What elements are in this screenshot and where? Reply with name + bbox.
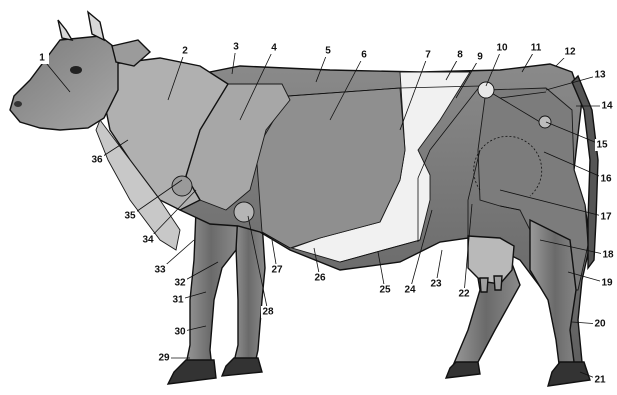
fore-hoof-near: [168, 360, 216, 384]
hind-hoof-far: [446, 362, 480, 378]
label-fore-shank: 31: [172, 295, 184, 306]
label-hunger-hollow: 9: [477, 52, 483, 63]
label-tail-head: 12: [564, 47, 576, 58]
label-dewlap: 36: [91, 155, 103, 166]
label-thigh-upper: 16: [600, 174, 612, 185]
label-fore-pastern: 30: [174, 327, 186, 338]
eye: [70, 66, 82, 74]
label-sternum: 26: [314, 273, 326, 284]
label-withers: 3: [233, 42, 239, 53]
label-abdomen: 24: [404, 285, 416, 296]
nostril: [14, 101, 22, 107]
label-upper-arm: 34: [142, 235, 154, 246]
label-elbow: 28: [262, 307, 274, 318]
fore-leg-near: [184, 210, 238, 374]
label-thorax-flank: 7: [425, 50, 431, 61]
elbow-mark: [234, 202, 254, 222]
label-pin-bone: 15: [596, 140, 608, 151]
label-loin: 8: [457, 50, 463, 61]
label-belly: 25: [379, 285, 391, 296]
teat-1: [480, 278, 488, 292]
label-thorax-upper: 6: [361, 50, 367, 61]
label-forearm: 32: [174, 278, 186, 289]
fore-hoof-far: [222, 358, 262, 376]
label-shoulder: 4: [271, 43, 277, 54]
pin-bone-mark: [539, 116, 551, 128]
label-neck: 2: [182, 46, 188, 57]
label-hind-shank: 20: [594, 319, 606, 330]
label-shoulder-joint: 35: [124, 211, 136, 222]
label-udder: 22: [458, 289, 470, 300]
label-back: 5: [325, 46, 331, 57]
hip-point-mark: [478, 82, 494, 98]
label-fore-hoof: 29: [158, 353, 170, 364]
horn-left: [58, 20, 72, 40]
label-flank-lower: 23: [430, 279, 442, 290]
shoulder-joint-mark: [172, 176, 192, 196]
label-sacrum: 11: [531, 43, 542, 54]
horn-right: [88, 12, 104, 40]
label-hind-hoof: 21: [594, 375, 606, 386]
label-head: 1: [39, 53, 45, 64]
label-hip-joint: 17: [600, 212, 612, 223]
hind-hoof-near: [548, 362, 590, 386]
label-brisket: 33: [154, 265, 166, 276]
label-tail: 14: [601, 101, 613, 112]
label-brisket-rear: 27: [271, 265, 283, 276]
label-hock: 19: [601, 278, 613, 289]
label-thigh: 18: [602, 250, 614, 261]
label-hip-point: 10: [496, 43, 508, 54]
label-croup: 13: [594, 70, 606, 81]
teat-2: [494, 276, 502, 290]
head: [10, 36, 118, 130]
